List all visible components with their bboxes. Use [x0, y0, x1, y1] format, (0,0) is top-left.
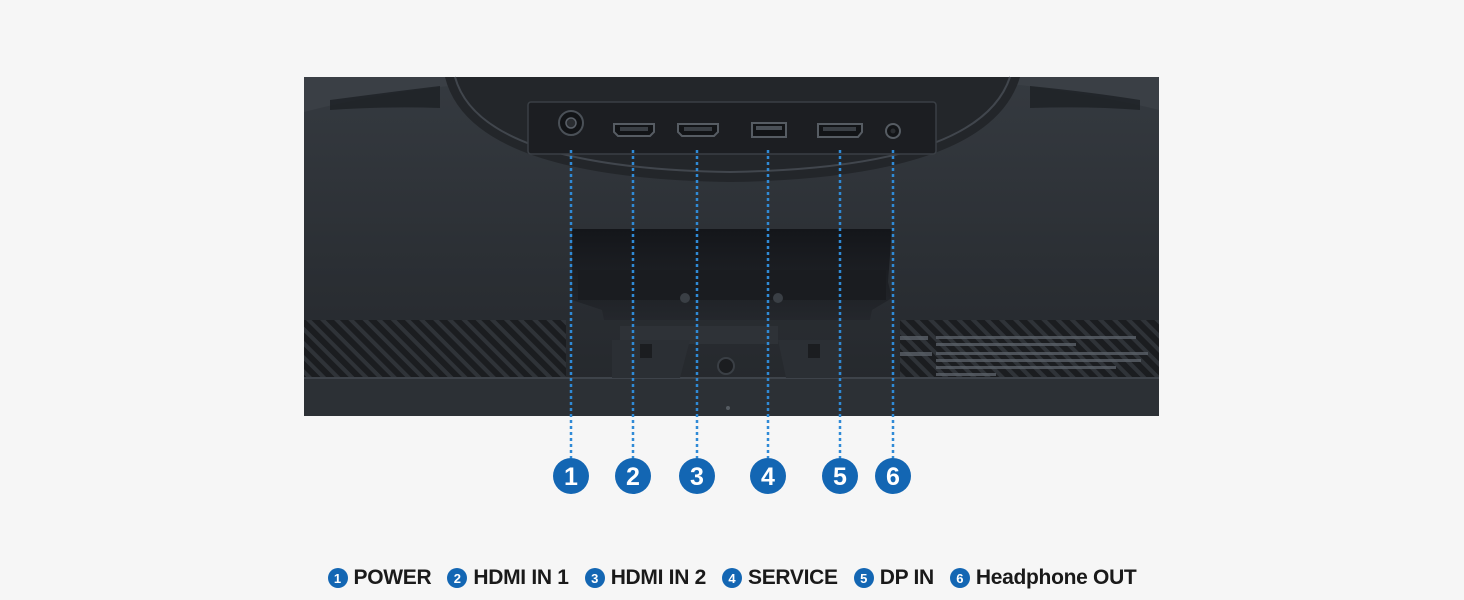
legend-label: DP IN: [879, 566, 934, 589]
legend-number: 2: [447, 568, 468, 588]
legend-number: 1: [327, 568, 348, 588]
legend-item-headphone-out: 6 Headphone OUT: [949, 566, 1137, 590]
callout-badge-circle: [750, 458, 786, 494]
legend-number: 3: [584, 568, 605, 588]
callout-badge-circle: [615, 458, 651, 494]
callout-badges: 1 2 3 4 5 6: [553, 458, 911, 494]
legend-item-power: 1 POWER: [327, 566, 432, 590]
callout-badge: 5: [822, 458, 858, 494]
hdmi-port-icon: [613, 123, 655, 137]
legend-label: HDMI IN 2: [610, 566, 707, 589]
legend-label: POWER: [353, 566, 432, 589]
port-legend: 1 POWER 2 HDMI IN 1 3 HDMI IN 2 4 SERVIC…: [0, 563, 1464, 593]
callout-badge-circle: [822, 458, 858, 494]
hdmi-port-icon: [677, 123, 719, 137]
legend-item-hdmi-in-1: 2 HDMI IN 1: [447, 566, 569, 590]
callout-badge-circle: [875, 458, 911, 494]
legend-number: 5: [853, 568, 874, 588]
warning-label-area: [900, 336, 1148, 376]
callout-badge-number: 4: [761, 463, 775, 491]
callout-badge: 3: [679, 458, 715, 494]
legend-number: 6: [949, 568, 970, 588]
power-connector-icon: [558, 110, 584, 136]
callout-badge-number: 6: [886, 463, 900, 491]
callout-badge-circle: [679, 458, 715, 494]
legend-item-dp-in: 5 DP IN: [853, 566, 934, 590]
legend-label: SERVICE: [748, 566, 838, 589]
callout-badge: 2: [615, 458, 651, 494]
callout-badge-number: 3: [690, 463, 704, 491]
callout-badge: 6: [875, 458, 911, 494]
displayport-icon: [817, 123, 863, 138]
callout-badge: 4: [750, 458, 786, 494]
callout-badge-number: 2: [626, 463, 640, 491]
legend-label: HDMI IN 1: [473, 566, 569, 589]
legend-number: 4: [722, 568, 742, 588]
callout-badge-number: 5: [833, 463, 847, 491]
port-panel: [527, 101, 937, 155]
callout-badge-circle: [553, 458, 589, 494]
legend-label: Headphone OUT: [975, 566, 1137, 589]
callout-badge-number: 1: [564, 463, 578, 491]
stand-mount-recess: [572, 229, 892, 378]
legend-item-service: 4 SERVICE: [722, 566, 838, 590]
callout-badge: 1: [553, 458, 589, 494]
audio-jack-icon: [885, 123, 901, 139]
usb-port-icon: [751, 122, 787, 138]
legend-item-hdmi-in-2: 3 HDMI IN 2: [584, 566, 707, 590]
